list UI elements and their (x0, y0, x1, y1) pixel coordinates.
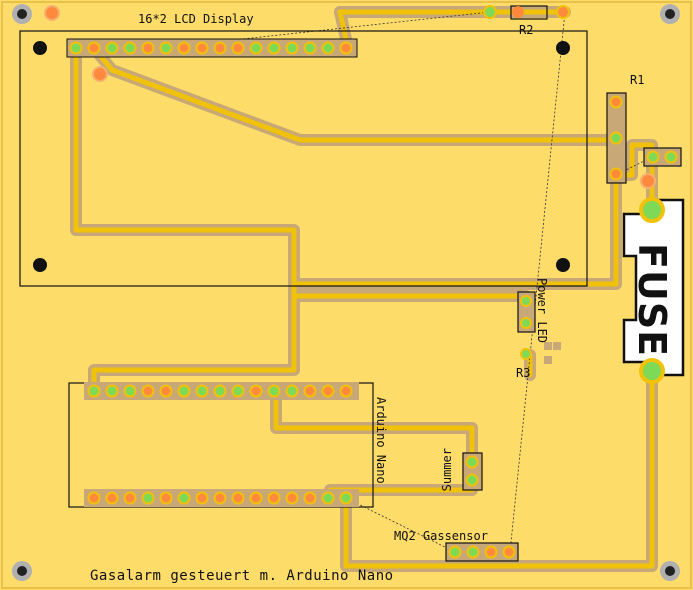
board-title: Gasalarm gesteuert m. Arduino Nano (90, 568, 394, 584)
r3-pad (520, 348, 532, 360)
fuse-pad (639, 358, 665, 384)
lcd-module-outline (19, 30, 588, 287)
arduino-pins-bottom (87, 491, 353, 505)
board-mount-holes (12, 4, 680, 581)
mq2-label: MQ2 Gassensor (394, 529, 488, 543)
r2-pad (556, 5, 570, 19)
r2-label: R2 (519, 23, 534, 37)
power-led-label: Power LED (535, 278, 549, 344)
arduino-pins-top (87, 384, 353, 398)
summer-pad (465, 455, 479, 469)
power-led-pad (520, 317, 532, 329)
mq2-pad (448, 545, 462, 559)
r2-pad (512, 6, 524, 18)
r1-pad (609, 167, 623, 181)
mq2-pad (484, 545, 498, 559)
fuse-label: FUSE (630, 243, 674, 358)
r3-pad-smd (553, 342, 561, 350)
lcd-label: 16*2 LCD Display (138, 12, 254, 26)
trace-clearance (70, 6, 658, 572)
via-pad (44, 5, 60, 21)
r3-pad-smd (544, 342, 552, 350)
r1-pad (609, 131, 623, 145)
lcd-header (66, 38, 358, 58)
power-led-pad (520, 295, 532, 307)
via-pad (92, 66, 108, 82)
r3-label: R3 (516, 366, 531, 380)
r2-pad (483, 5, 497, 19)
lcd-mount-hole (33, 258, 47, 272)
via-pad (640, 173, 656, 189)
lcd-pins (69, 41, 353, 55)
fuse-connector-pad (646, 150, 660, 164)
fuse-connector-pad (664, 150, 678, 164)
lcd-mount-hole (33, 41, 47, 55)
fuse-pad (639, 197, 665, 223)
lcd-mount-hole (556, 258, 570, 272)
r2-body (510, 5, 548, 20)
mq2-pad (502, 545, 516, 559)
mq2-pad (466, 545, 480, 559)
arduino-label: Arduino Nano (374, 397, 388, 484)
r3-pad-smd (544, 356, 552, 364)
lcd-mount-hole (556, 41, 570, 55)
r1-pad (609, 95, 623, 109)
summer-pad (465, 473, 479, 487)
summer-label: Summer (440, 448, 454, 492)
r1-label: R1 (630, 73, 645, 87)
mq2-header (445, 542, 519, 562)
